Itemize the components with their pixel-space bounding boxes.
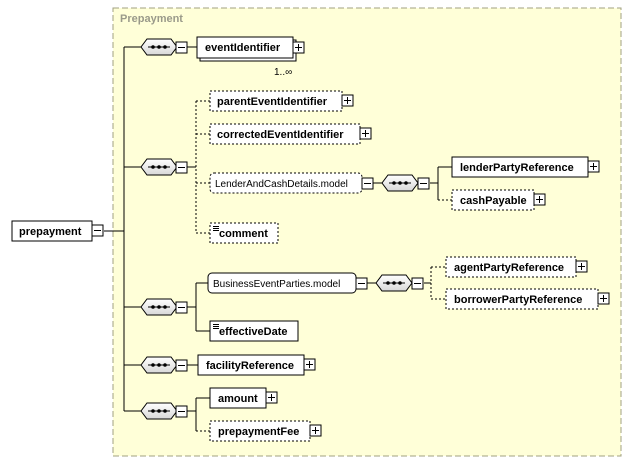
node-effective-date-label: effectiveDate xyxy=(219,326,287,338)
expand-icon[interactable] xyxy=(359,127,372,140)
node-amount[interactable]: amount xyxy=(209,387,278,409)
node-amount-label: amount xyxy=(218,393,258,405)
connector-lines xyxy=(104,46,452,432)
sequence-compositor-2[interactable] xyxy=(140,158,188,176)
node-corrected-event-identifier-label: correctedEventIdentifier xyxy=(217,129,344,141)
collapse-icon[interactable] xyxy=(91,224,104,237)
node-event-identifier-label: eventIdentifier xyxy=(205,42,281,54)
node-cash-payable-label: cashPayable xyxy=(460,195,527,207)
node-lender-and-cash-details-label: LenderAndCashDetails.model xyxy=(215,179,348,190)
expand-icon[interactable] xyxy=(303,358,316,371)
node-lender-party-reference[interactable]: lenderPartyReference xyxy=(451,156,600,178)
prepayment-group-box xyxy=(112,7,622,457)
sequence-compositor-5[interactable] xyxy=(140,402,188,420)
expand-icon[interactable] xyxy=(341,94,354,107)
cardinality-label: 1..∞ xyxy=(274,67,292,78)
node-prepayment-fee[interactable]: prepaymentFee xyxy=(209,420,322,442)
collapse-icon[interactable] xyxy=(355,277,368,290)
node-corrected-event-identifier[interactable]: correctedEventIdentifier xyxy=(209,123,372,145)
node-business-event-parties-label: BusinessEventParties.model xyxy=(213,279,340,290)
collapse-icon[interactable] xyxy=(175,359,188,372)
collapse-icon[interactable] xyxy=(175,405,188,418)
collapse-icon[interactable] xyxy=(361,177,374,190)
node-borrower-party-reference-label: borrowerPartyReference xyxy=(454,294,582,306)
node-cash-payable[interactable]: cashPayable xyxy=(451,189,546,211)
expand-icon[interactable] xyxy=(597,292,610,305)
expand-icon[interactable] xyxy=(575,260,588,273)
node-lender-and-cash-details[interactable]: LenderAndCashDetails.model xyxy=(209,172,374,194)
collapse-icon[interactable] xyxy=(175,41,188,54)
node-prepayment[interactable]: prepayment xyxy=(11,220,104,242)
node-prepayment-label: prepayment xyxy=(19,226,82,238)
node-facility-reference-label: facilityReference xyxy=(206,360,294,372)
node-event-identifier[interactable]: eventIdentifier 1..∞ xyxy=(196,36,305,78)
simple-type-icon xyxy=(213,324,219,329)
sequence-compositor-1[interactable] xyxy=(140,38,188,56)
simple-type-icon xyxy=(213,226,219,231)
expand-icon[interactable] xyxy=(292,41,305,54)
group-title: Prepayment xyxy=(120,13,183,25)
collapse-icon[interactable] xyxy=(411,277,424,290)
sequence-compositor-3[interactable] xyxy=(140,298,188,316)
node-borrower-party-reference[interactable]: borrowerPartyReference xyxy=(445,288,610,310)
expand-icon[interactable] xyxy=(533,193,546,206)
collapse-icon[interactable] xyxy=(175,161,188,174)
expand-icon[interactable] xyxy=(309,424,322,437)
node-facility-reference[interactable]: facilityReference xyxy=(197,354,316,376)
node-parent-event-identifier-label: parentEventIdentifier xyxy=(217,96,328,108)
node-comment[interactable]: comment xyxy=(209,222,279,244)
sequence-compositor-lender[interactable] xyxy=(381,174,430,192)
expand-icon[interactable] xyxy=(587,160,600,173)
node-business-event-parties[interactable]: BusinessEventParties.model xyxy=(207,272,368,294)
node-effective-date[interactable]: effectiveDate xyxy=(209,320,299,342)
node-agent-party-reference[interactable]: agentPartyReference xyxy=(445,256,588,278)
node-parent-event-identifier[interactable]: parentEventIdentifier xyxy=(209,90,354,112)
node-comment-label: comment xyxy=(219,228,268,240)
collapse-icon[interactable] xyxy=(417,177,430,190)
sequence-compositor-4[interactable] xyxy=(140,356,188,374)
collapse-icon[interactable] xyxy=(175,301,188,314)
node-lender-party-reference-label: lenderPartyReference xyxy=(460,162,574,174)
sequence-compositor-parties[interactable] xyxy=(375,274,424,292)
node-agent-party-reference-label: agentPartyReference xyxy=(454,262,564,274)
node-prepayment-fee-label: prepaymentFee xyxy=(218,426,299,438)
expand-icon[interactable] xyxy=(265,391,278,404)
